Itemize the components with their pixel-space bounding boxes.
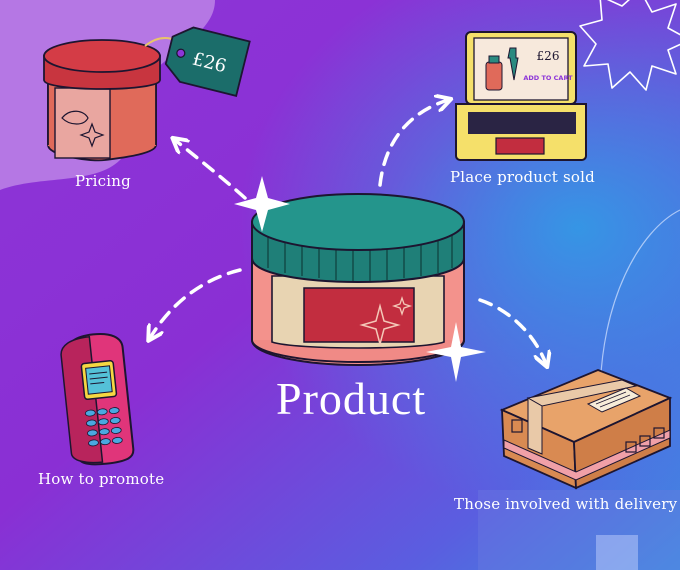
sparkle-icon bbox=[234, 176, 290, 232]
price-tag-text: £26 bbox=[190, 49, 228, 78]
arrow-to-delivery bbox=[478, 298, 546, 364]
sun-outline-icon bbox=[579, 0, 680, 91]
node-label-delivery: Those involved with delivery bbox=[454, 495, 678, 513]
pricing-jar-illustration bbox=[43, 37, 176, 162]
decorative-square-large bbox=[478, 490, 680, 570]
node-label-pricing: Pricing bbox=[75, 172, 131, 190]
center-title: Product bbox=[276, 373, 427, 424]
arrow-to-pricing bbox=[175, 140, 247, 200]
laptop-screen-price: £26 bbox=[537, 49, 560, 63]
sparkle-icon bbox=[426, 322, 486, 382]
arrow-to-promote bbox=[150, 268, 242, 338]
laptop-icon bbox=[455, 31, 587, 161]
phone-icon bbox=[60, 332, 135, 466]
sparkle-icon bbox=[359, 303, 401, 347]
node-label-promote: How to promote bbox=[38, 470, 165, 488]
product-jar bbox=[251, 193, 465, 367]
node-label-place: Place product sold bbox=[450, 168, 595, 186]
decorative-square-small bbox=[596, 535, 638, 570]
laptop-screen-button: ADD TO CART bbox=[523, 74, 573, 82]
decorative-arc bbox=[599, 209, 680, 401]
box-icon bbox=[499, 369, 673, 490]
price-tag-icon bbox=[164, 26, 251, 97]
